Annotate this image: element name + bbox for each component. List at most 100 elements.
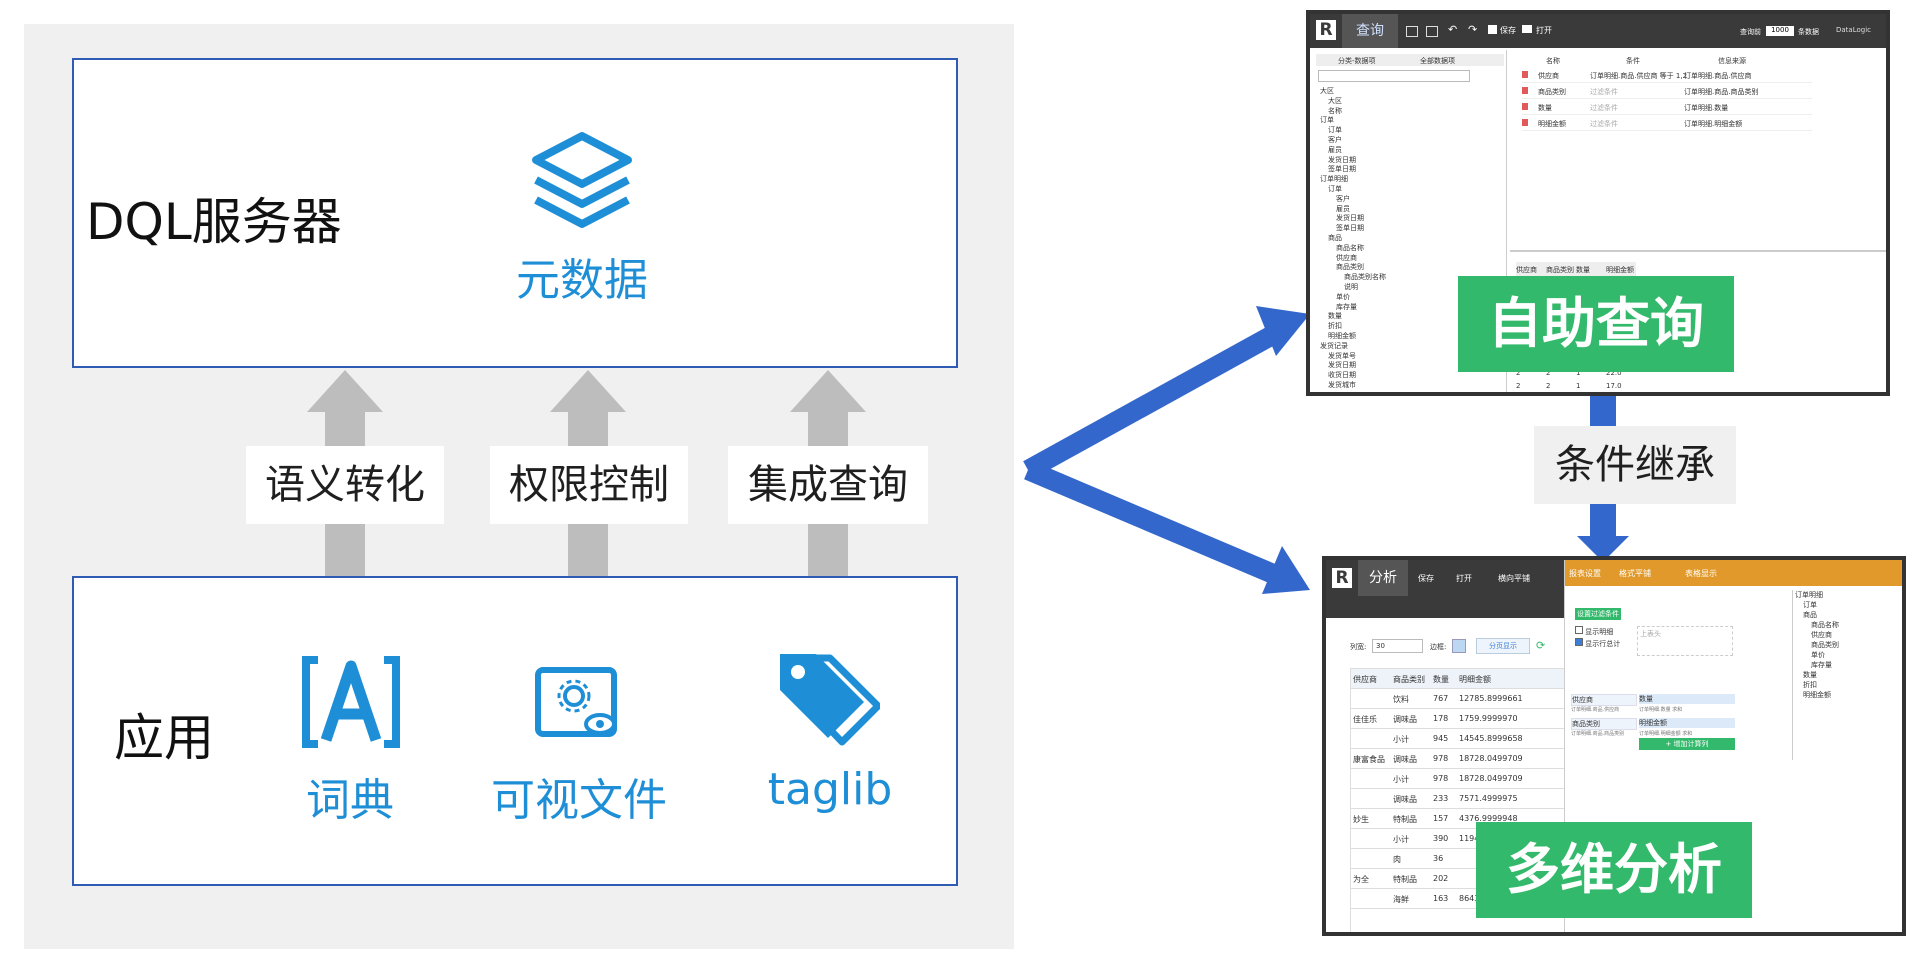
- tree-item[interactable]: 商品名称: [1336, 243, 1364, 252]
- olap-tree-item[interactable]: 订单: [1803, 601, 1817, 609]
- grid-cell: 1759.9999970: [1459, 714, 1518, 723]
- delete-icon[interactable]: [1522, 119, 1528, 126]
- tree-item[interactable]: 商品: [1328, 234, 1342, 242]
- open-button[interactable]: 打开: [1536, 26, 1552, 35]
- olap-tree-item[interactable]: 供应商: [1811, 631, 1832, 639]
- measure-item[interactable]: 明细金额: [1639, 718, 1735, 728]
- cond-cell: 过滤条件: [1590, 88, 1618, 96]
- grid-col-header[interactable]: 数量: [1433, 675, 1449, 684]
- grid-col-header[interactable]: 供应商: [1353, 675, 1377, 684]
- tree-item[interactable]: 商品类别: [1336, 263, 1364, 272]
- tree-item[interactable]: 说明: [1344, 283, 1358, 291]
- tree-search-input[interactable]: [1318, 70, 1470, 82]
- save-button[interactable]: 保存: [1418, 574, 1434, 583]
- column-area[interactable]: 上表头: [1637, 626, 1733, 656]
- preview-icon[interactable]: [1426, 26, 1438, 37]
- grid-col-header[interactable]: 商品类别: [1393, 675, 1425, 684]
- save-icon: [1488, 25, 1497, 34]
- redo-icon[interactable]: ↷: [1468, 23, 1478, 36]
- grid-cell: 945: [1433, 734, 1449, 743]
- delete-icon[interactable]: [1522, 103, 1528, 110]
- tile-button[interactable]: 横向平铺: [1498, 574, 1530, 583]
- grid-cell: 调味品: [1393, 755, 1417, 764]
- tree-item[interactable]: 发货记录: [1320, 341, 1348, 350]
- olap-tree-item[interactable]: 折扣: [1803, 681, 1817, 689]
- analysis-tab[interactable]: 分析: [1358, 560, 1408, 596]
- tree-item[interactable]: 库存量: [1336, 302, 1357, 311]
- tree-item[interactable]: 客户: [1336, 194, 1350, 203]
- tree-item[interactable]: 雇员: [1336, 204, 1350, 213]
- grid-icon[interactable]: [1406, 26, 1418, 37]
- cond-row[interactable]: 明细金额过滤条件订单明细.明细金额: [1522, 116, 1812, 131]
- tree-item[interactable]: 供应商: [1336, 253, 1357, 262]
- tab-table-display[interactable]: 表格显示: [1685, 569, 1717, 578]
- tab-report-settings[interactable]: 报表设置: [1569, 569, 1601, 578]
- open-button[interactable]: 打开: [1456, 574, 1472, 583]
- refresh-icon[interactable]: ⟳: [1536, 639, 1546, 652]
- grid-cell: 佳佳乐: [1353, 715, 1377, 724]
- olap-tree-item[interactable]: 商品: [1803, 611, 1817, 619]
- save-button[interactable]: 保存: [1500, 26, 1516, 35]
- grid-cell: 233: [1433, 794, 1449, 803]
- tree-item[interactable]: 客户: [1328, 136, 1342, 144]
- cond-cell: 供应商: [1538, 72, 1559, 80]
- cond-header-source: 信息来源: [1718, 57, 1746, 65]
- dim-item[interactable]: 商品类别: [1571, 718, 1637, 730]
- olap-tree-item[interactable]: 单价: [1811, 651, 1825, 659]
- cond-row[interactable]: 数量过滤条件订单明细.数量: [1522, 100, 1812, 115]
- dim-item[interactable]: 供应商: [1571, 694, 1637, 706]
- olap-tree-item[interactable]: 数量: [1803, 671, 1817, 679]
- tree-item[interactable]: 收货日期: [1328, 371, 1356, 380]
- tree-item[interactable]: 雇员: [1328, 145, 1342, 154]
- tree-item[interactable]: 折扣: [1328, 322, 1342, 331]
- query-tab[interactable]: 查询: [1342, 14, 1398, 48]
- tree-item[interactable]: 名称: [1328, 106, 1342, 115]
- dim-sub: 订单明细.商品.供应商: [1571, 707, 1620, 713]
- width-input[interactable]: 30: [1372, 639, 1423, 653]
- tree-item[interactable]: 发货日期: [1328, 155, 1356, 164]
- limit-input[interactable]: 1000: [1766, 26, 1794, 36]
- delete-icon[interactable]: [1522, 87, 1528, 94]
- page-button[interactable]: 分页显示: [1476, 638, 1530, 654]
- tree-item[interactable]: 订单: [1328, 126, 1342, 135]
- show-detail-checkbox[interactable]: 显示明细: [1575, 626, 1613, 637]
- tree-item[interactable]: 单价: [1336, 292, 1350, 301]
- measure-item[interactable]: 数量: [1639, 694, 1735, 704]
- cond-row[interactable]: 商品类别过滤条件订单明细.商品.商品类别: [1522, 84, 1812, 99]
- tree-item[interactable]: 发货日期: [1336, 214, 1364, 223]
- result-cell: 2: [1546, 369, 1551, 377]
- tree-item[interactable]: 订单: [1328, 185, 1342, 193]
- tree-item[interactable]: 订单: [1320, 116, 1334, 125]
- tree-item[interactable]: 商品类别名称: [1344, 273, 1386, 282]
- delete-icon[interactable]: [1522, 71, 1528, 78]
- tree-item[interactable]: 签单日期: [1328, 165, 1356, 174]
- tree-item[interactable]: 明细金额: [1328, 332, 1356, 340]
- olap-tree-item[interactable]: 商品名称: [1811, 621, 1839, 629]
- olap-tree-item[interactable]: 库存量: [1811, 661, 1832, 669]
- olap-tree-item[interactable]: 订单明细: [1795, 591, 1823, 599]
- tree-item[interactable]: 发货单号: [1328, 351, 1356, 360]
- tree-item[interactable]: 发货城市: [1328, 381, 1356, 389]
- border-toggle[interactable]: [1452, 639, 1466, 653]
- add-measure-button[interactable]: + 增加计算列: [1639, 738, 1735, 750]
- limit-unit: 条数据: [1798, 28, 1819, 36]
- tree-item[interactable]: 大区: [1328, 96, 1342, 105]
- tree-item[interactable]: 发货日期: [1328, 361, 1356, 370]
- tab-format-tile[interactable]: 格式平铺: [1619, 569, 1651, 578]
- self-query-label: 自助查询: [1458, 276, 1734, 372]
- grid-cell: 为全: [1353, 875, 1369, 884]
- tree-item[interactable]: 数量: [1328, 312, 1342, 321]
- tree-item[interactable]: 签单日期: [1336, 224, 1364, 233]
- show-total-checkbox[interactable]: 显示行总计: [1575, 638, 1620, 649]
- filter-button[interactable]: 设置过滤条件: [1575, 608, 1621, 620]
- olap-tree-item[interactable]: 明细金额: [1803, 691, 1831, 699]
- tree-item[interactable]: 大区: [1320, 87, 1334, 95]
- measure-sub: 订单明细.数量 求和: [1639, 707, 1683, 713]
- tree-item[interactable]: 订单明细: [1320, 175, 1348, 184]
- grid-col-header[interactable]: 明细金额: [1459, 675, 1491, 684]
- olap-tree-item[interactable]: 商品类别: [1811, 641, 1839, 649]
- undo-icon[interactable]: ↶: [1448, 23, 1458, 36]
